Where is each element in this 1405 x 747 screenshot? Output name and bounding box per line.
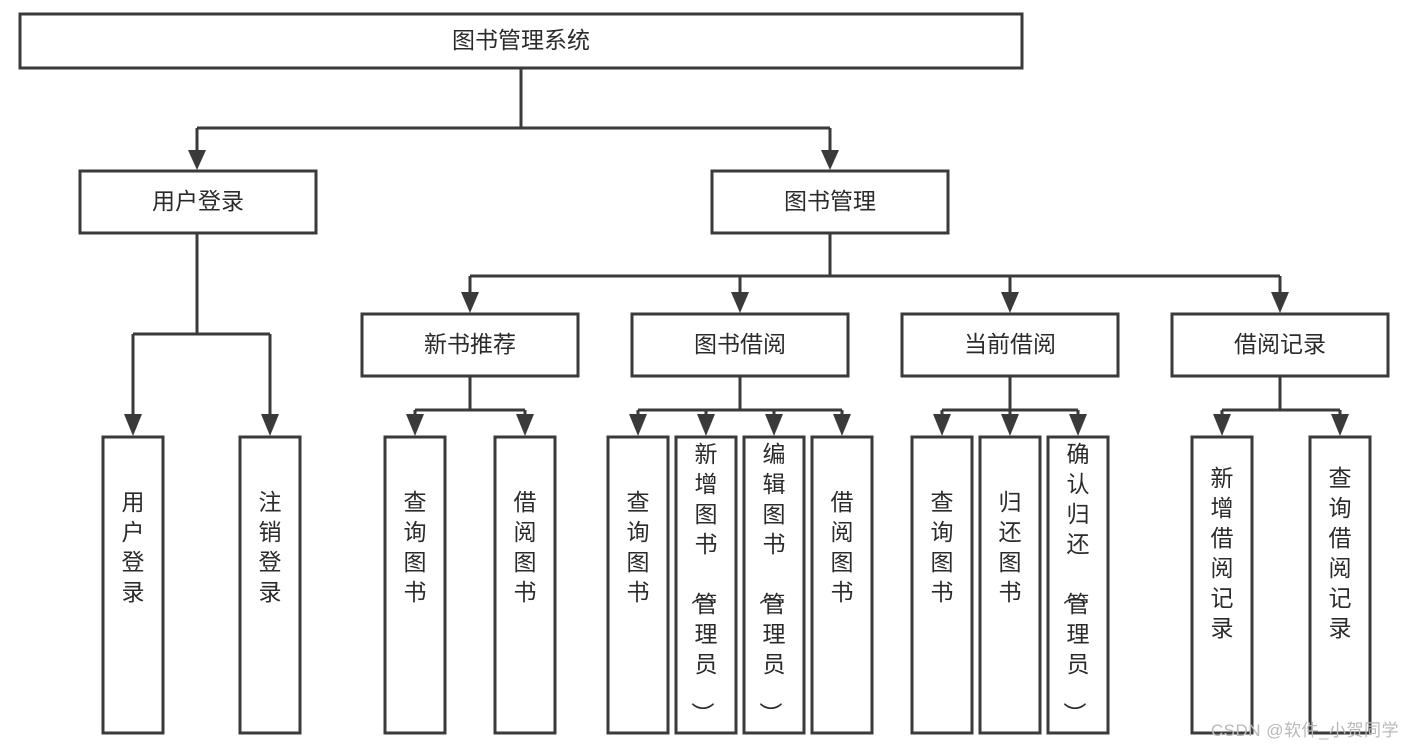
leaf-record-add-record-label: 新增借阅记录 [1211, 465, 1234, 641]
node-borrow-record[interactable]: 借阅记录 [1170, 312, 1390, 378]
node-user-login-label: 用户登录 [152, 188, 244, 214]
leaf-current-query-book-box[interactable] [910, 435, 974, 735]
leaf-borrow-edit-book-box[interactable] [742, 435, 806, 735]
node-book-borrow-box[interactable] [630, 312, 850, 378]
leaf-record-add-record-box[interactable] [1190, 435, 1254, 735]
leaf-record-query-record-box[interactable] [1308, 435, 1372, 735]
leaf-newbook-query-book-label: 查询图书 [404, 489, 427, 605]
leaf-borrow-add-book-label: 新增图书（管理员） [690, 441, 718, 725]
node-root-label: 图书管理系统 [452, 27, 590, 53]
node-user-login-box[interactable] [78, 169, 318, 235]
leaf-borrow-borrow-book-label: 借阅图书 [831, 489, 854, 605]
leaf-borrow-query-book[interactable]: 查询图书 [606, 435, 670, 735]
node-book-management-label: 图书管理 [784, 188, 876, 214]
leaf-user-login[interactable]: 用户登录 [101, 435, 165, 735]
node-root[interactable]: 图书管理系统 [18, 12, 1024, 70]
leaf-current-return-book[interactable]: 归还图书 [978, 435, 1042, 735]
arrowhead-leaf-user-login [124, 414, 142, 436]
arrowhead-record-leaf-1 [1213, 414, 1231, 436]
node-new-book-recommend-label: 新书推荐 [424, 331, 516, 357]
leaf-newbook-query-book-box[interactable] [383, 435, 447, 735]
arrowhead-current [1001, 292, 1019, 313]
node-current-borrow-label: 当前借阅 [964, 331, 1056, 357]
arrowhead-newbook-leaf-1 [406, 414, 424, 436]
arrowhead-newbook-leaf-2 [516, 414, 534, 436]
leaf-borrow-add-book[interactable]: 新增图书（管理员） [674, 435, 738, 735]
arrowhead-current-leaf-3 [1069, 414, 1087, 436]
leaf-newbook-borrow-book-box[interactable] [493, 435, 557, 735]
node-current-borrow-box[interactable] [900, 312, 1120, 378]
arrowhead-record-leaf-2 [1331, 414, 1349, 436]
node-new-book-recommend-box[interactable] [360, 312, 580, 378]
leaf-borrow-borrow-book[interactable]: 借阅图书 [810, 435, 874, 735]
arrowhead-borrow-leaf-4 [833, 414, 851, 436]
arrowhead-leaf-logout [261, 414, 279, 436]
leaf-borrow-add-book-box[interactable] [674, 435, 738, 735]
leaf-user-login-label: 用户登录 [122, 489, 145, 605]
leaf-current-return-book-box[interactable] [978, 435, 1042, 735]
arrowhead-current-leaf-1 [933, 414, 951, 436]
leaf-current-query-book[interactable]: 查询图书 [910, 435, 974, 735]
node-new-book-recommend[interactable]: 新书推荐 [360, 312, 580, 378]
leaf-record-query-record[interactable]: 查询借阅记录 [1308, 435, 1372, 735]
leaf-current-confirm-return-label: 确认归还（管理员） [1062, 441, 1090, 725]
leaf-newbook-borrow-book[interactable]: 借阅图书 [493, 435, 557, 735]
arrowhead-user-login [188, 150, 206, 170]
leaf-record-query-record-label: 查询借阅记录 [1329, 465, 1352, 641]
leaf-logout[interactable]: 注销登录 [238, 435, 302, 735]
arrowhead-borrow [731, 292, 749, 313]
arrowhead-record [1271, 292, 1289, 313]
connector-layer [124, 69, 1349, 436]
leaf-current-query-book-label: 查询图书 [931, 489, 954, 605]
node-current-borrow[interactable]: 当前借阅 [900, 312, 1120, 378]
node-book-borrow[interactable]: 图书借阅 [630, 312, 850, 378]
leaf-borrow-edit-book-label: 编辑图书（管理员） [758, 441, 786, 725]
node-borrow-record-box[interactable] [1170, 312, 1390, 378]
arrowhead-borrow-leaf-1 [629, 414, 647, 436]
arrowhead-borrow-leaf-2 [697, 414, 715, 436]
leaf-logout-label: 注销登录 [259, 489, 282, 605]
node-root-box[interactable] [18, 12, 1024, 70]
leaf-borrow-edit-book[interactable]: 编辑图书（管理员） [742, 435, 806, 735]
leaf-newbook-query-book[interactable]: 查询图书 [383, 435, 447, 735]
node-book-management[interactable]: 图书管理 [710, 169, 950, 235]
arrowhead-newbook [461, 292, 479, 313]
arrowhead-current-leaf-2 [1001, 414, 1019, 436]
node-borrow-record-label: 借阅记录 [1234, 331, 1326, 357]
arrowhead-book-mgmt [821, 150, 839, 170]
node-book-borrow-label: 图书借阅 [694, 331, 786, 357]
leaf-current-confirm-return[interactable]: 确认归还（管理员） [1046, 435, 1110, 735]
node-book-management-box[interactable] [710, 169, 950, 235]
arrowhead-borrow-leaf-3 [765, 414, 783, 436]
leaf-borrow-borrow-book-box[interactable] [810, 435, 874, 735]
leaf-borrow-query-book-box[interactable] [606, 435, 670, 735]
leaf-current-confirm-return-box[interactable] [1046, 435, 1110, 735]
leaf-logout-box[interactable] [238, 435, 302, 735]
leaf-record-add-record[interactable]: 新增借阅记录 [1190, 435, 1254, 735]
leaf-borrow-query-book-label: 查询图书 [627, 489, 650, 605]
leaf-newbook-borrow-book-label: 借阅图书 [514, 489, 537, 605]
leaf-user-login-box[interactable] [101, 435, 165, 735]
node-user-login[interactable]: 用户登录 [78, 169, 318, 235]
leaf-current-return-book-label: 归还图书 [999, 489, 1022, 605]
watermark-text: CSDN @软件_小贺同学 [1210, 721, 1399, 740]
